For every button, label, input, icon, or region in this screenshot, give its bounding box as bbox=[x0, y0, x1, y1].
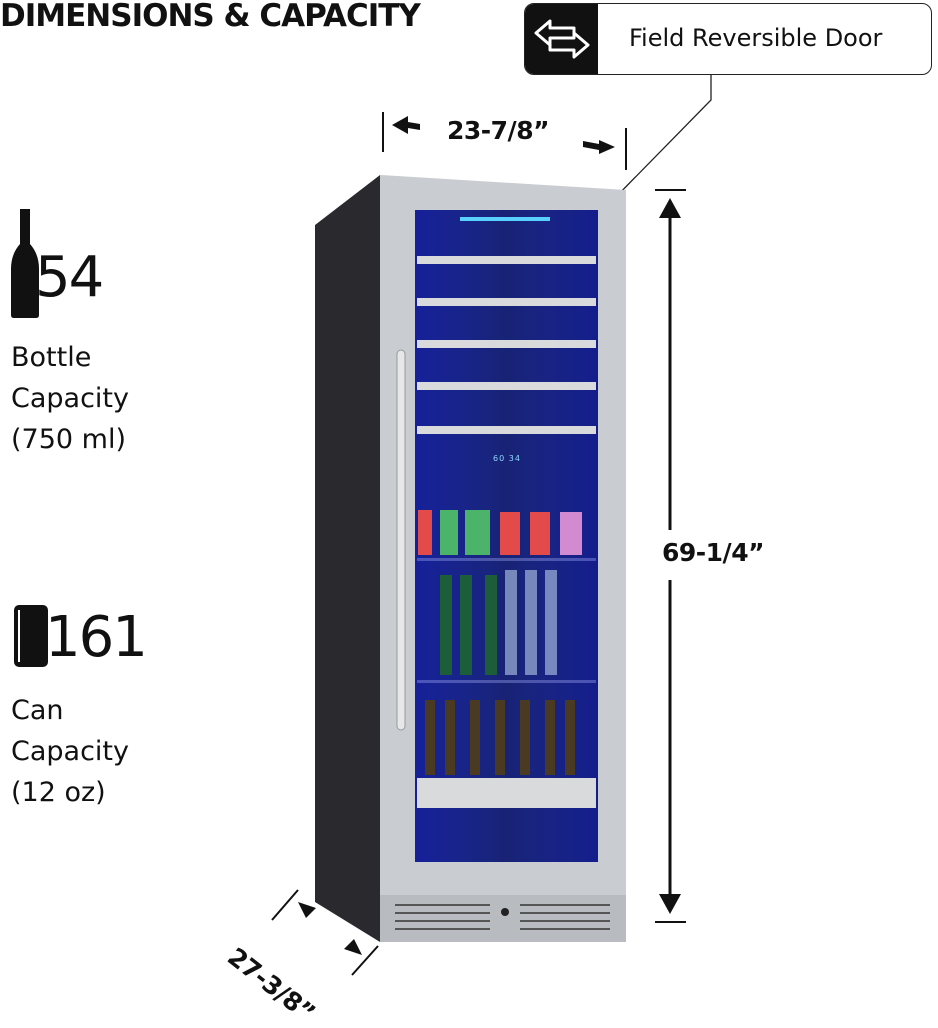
can-capacity-label: Can Capacity (12 oz) bbox=[11, 690, 129, 813]
label-line: Capacity bbox=[11, 383, 129, 414]
reverse-arrows-icon bbox=[525, 4, 598, 74]
height-dimension: 69-1/4” bbox=[662, 538, 765, 567]
arrow-right-icon bbox=[583, 140, 615, 154]
label-line: (12 oz) bbox=[11, 777, 106, 808]
lock-icon bbox=[501, 908, 509, 916]
label-line: Can bbox=[11, 695, 64, 726]
label-line: Bottle bbox=[11, 342, 92, 373]
arrow-left-icon bbox=[392, 116, 420, 134]
bottle-capacity-label: Bottle Capacity (750 ml) bbox=[11, 337, 129, 460]
label-line: Capacity bbox=[11, 736, 129, 767]
label-line: (750 ml) bbox=[11, 424, 126, 455]
callout-label: Field Reversible Door bbox=[629, 24, 883, 52]
can-capacity-value: 161 bbox=[45, 605, 148, 670]
wine-fridge-illustration bbox=[315, 175, 626, 942]
bottle-capacity-value: 54 bbox=[35, 245, 104, 310]
dimension-lines bbox=[271, 75, 712, 976]
temperature-display: 60 34 bbox=[493, 454, 521, 463]
arrow-up-icon bbox=[659, 198, 681, 218]
arrow-down-icon bbox=[659, 894, 681, 914]
callout-leader-line bbox=[609, 75, 712, 204]
field-reversible-door-callout: Field Reversible Door bbox=[524, 3, 932, 75]
wine-bottle-icon bbox=[10, 209, 40, 323]
can-icon bbox=[13, 604, 49, 672]
width-dimension: 23-7/8” bbox=[447, 116, 550, 145]
page-title: DIMENSIONS & CAPACITY bbox=[0, 0, 421, 34]
